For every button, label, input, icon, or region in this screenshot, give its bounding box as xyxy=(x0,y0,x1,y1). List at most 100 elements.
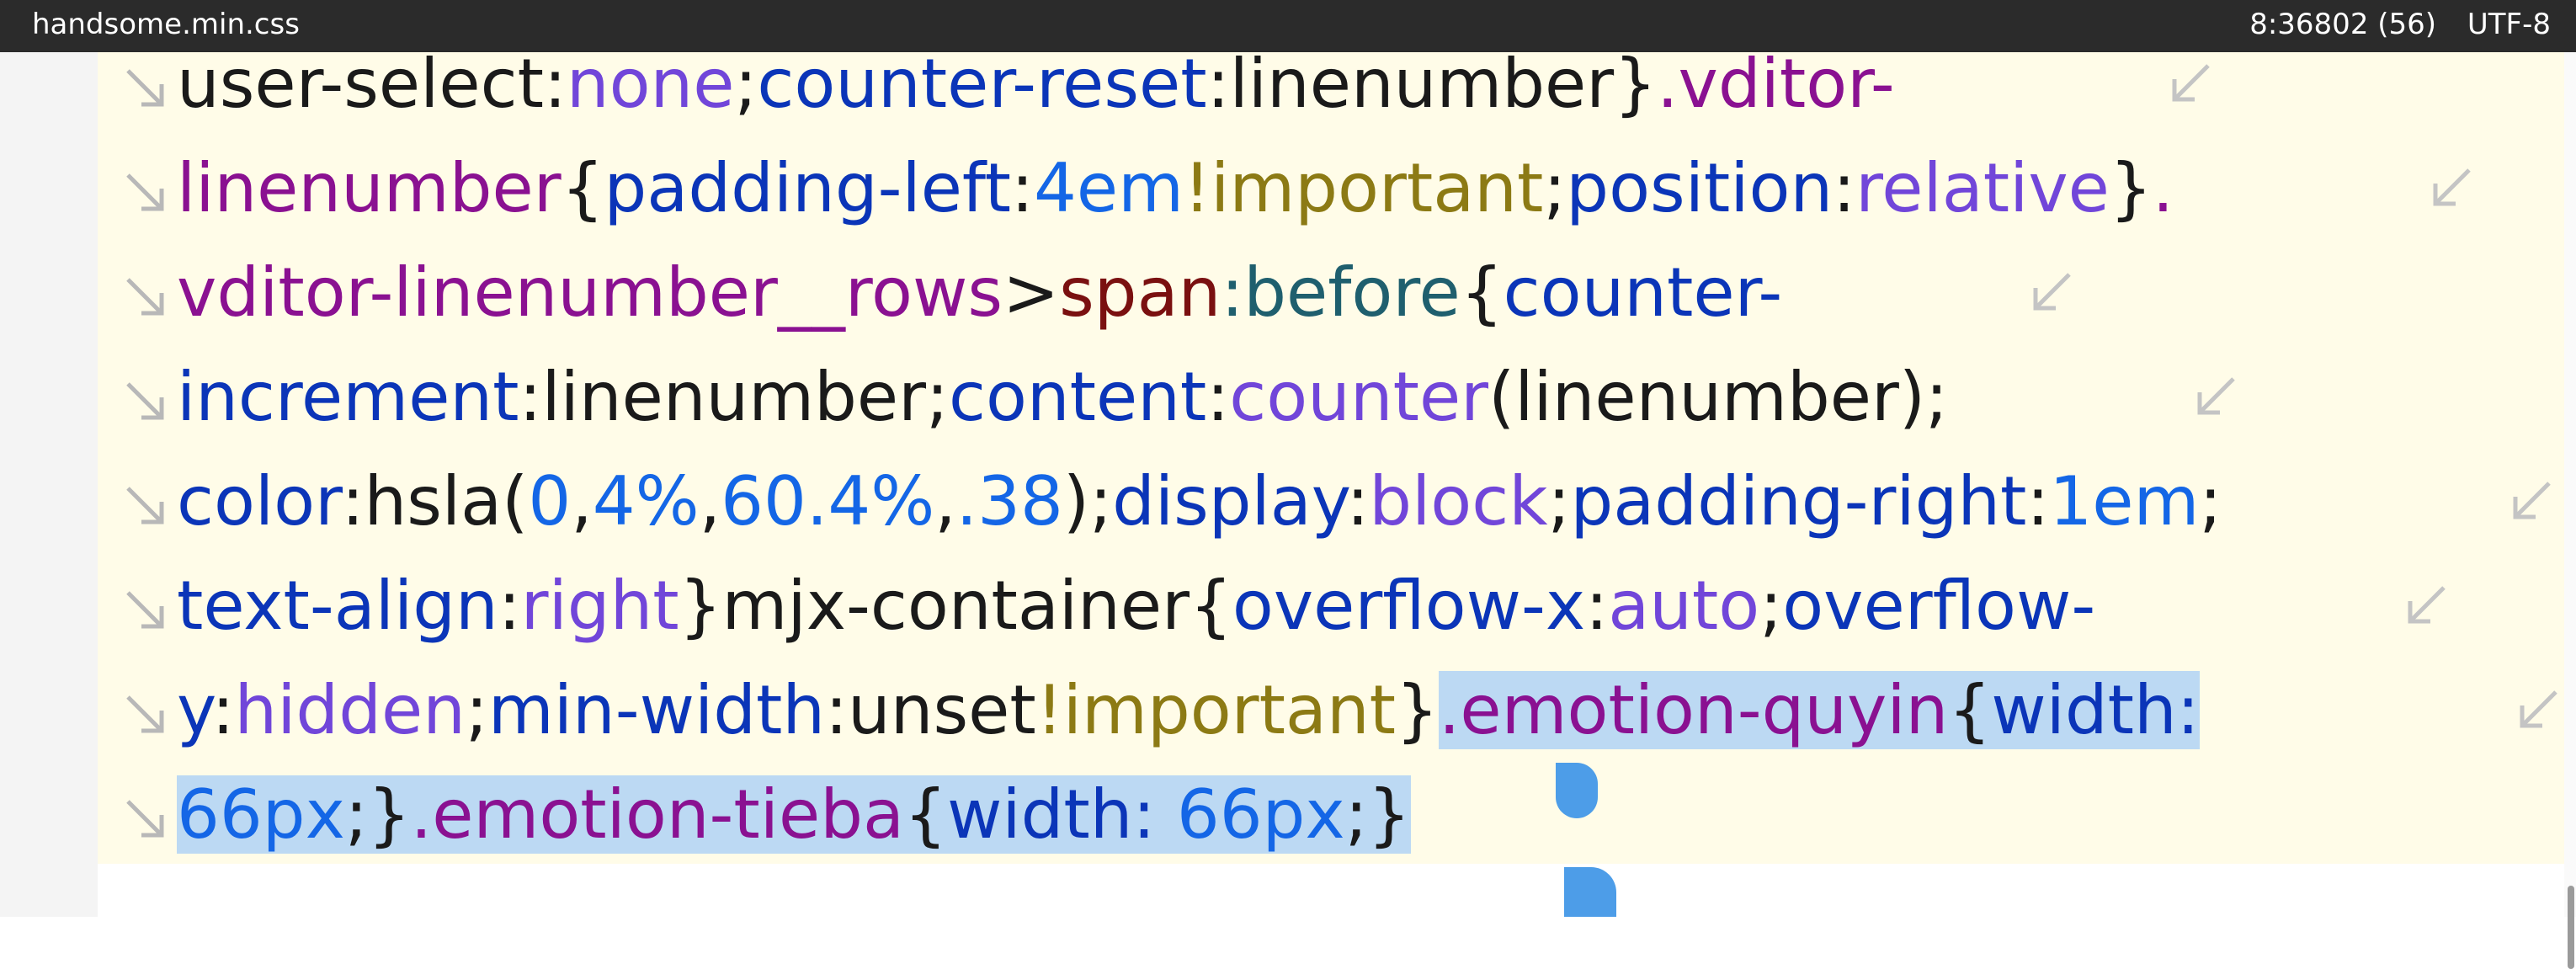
code-token: ; xyxy=(1547,462,1571,540)
editor-gutter xyxy=(0,52,99,917)
code-token: user-select: xyxy=(177,45,567,123)
code-token: .vditor- xyxy=(1657,45,1895,123)
wrap-line-end-icon xyxy=(2197,377,2235,415)
code-token: , xyxy=(571,462,593,540)
wrap-line-end-icon xyxy=(2408,586,2446,624)
code-token: : xyxy=(2026,462,2050,540)
code-token: 4em xyxy=(1033,149,1184,227)
code-token: 60.4% xyxy=(721,462,935,540)
code-token: content xyxy=(949,358,1207,436)
wrap-continuation-icon xyxy=(126,382,164,420)
code-token: !important xyxy=(1184,149,1544,227)
code-token: (linenumber); xyxy=(1488,358,1949,436)
code-token: :hsla( xyxy=(341,462,529,540)
wrap-continuation-icon xyxy=(126,591,164,629)
code-token: color xyxy=(177,462,342,540)
code-token: .38 xyxy=(955,462,1063,540)
code-token: y xyxy=(177,671,212,749)
code-token: text-align xyxy=(177,567,498,645)
cursor-position[interactable]: 8:36802 (56) xyxy=(2249,8,2437,41)
editor-empty-area[interactable] xyxy=(98,864,2564,917)
file-encoding[interactable]: UTF-8 xyxy=(2467,8,2551,41)
code-token: span xyxy=(1059,253,1221,332)
code-token: hidden xyxy=(234,671,466,749)
wrap-continuation-icon xyxy=(126,487,164,524)
code-token: ; xyxy=(1543,149,1567,227)
selected-code-token: ;} xyxy=(344,775,411,854)
code-token: counter xyxy=(1229,358,1489,436)
code-line[interactable]: 66px;}.emotion-tieba{width: 66px;} xyxy=(177,763,1411,867)
selected-code-token: ;} xyxy=(1344,775,1411,854)
code-token: } xyxy=(1396,671,1439,749)
code-token: auto xyxy=(1608,567,1760,645)
wrap-continuation-icon xyxy=(126,278,164,316)
code-line[interactable]: y:hidden;min-width:unset!important}.emot… xyxy=(177,658,2200,763)
code-token: { xyxy=(561,149,604,227)
code-token: ); xyxy=(1062,462,1113,540)
code-token: :before xyxy=(1221,253,1461,332)
vertical-scrollbar[interactable] xyxy=(2564,52,2576,969)
code-token: linenumber xyxy=(177,149,562,227)
code-token: 4% xyxy=(592,462,700,540)
code-token: : xyxy=(1833,149,1856,227)
selected-code-token: { xyxy=(904,775,947,854)
code-token: 1em xyxy=(2049,462,2200,540)
code-token: ; xyxy=(734,45,758,123)
selected-code-token: 66px xyxy=(177,775,345,854)
code-token: , xyxy=(934,462,956,540)
code-line[interactable]: color:hsla(0,4%,60.4%,.38);display:block… xyxy=(177,450,2222,554)
wrap-continuation-icon xyxy=(126,173,164,211)
code-token: 0 xyxy=(528,462,572,540)
wrap-line-end-icon xyxy=(2433,168,2471,206)
code-token: ; xyxy=(465,671,488,749)
code-token: counter- xyxy=(1503,253,1783,332)
selected-code-token: 66px xyxy=(1176,775,1345,854)
selected-code-token: { xyxy=(1948,671,1992,749)
code-token: } xyxy=(2109,149,2153,227)
code-line[interactable]: user-select:none;counter-reset:linenumbe… xyxy=(177,32,1895,136)
code-token: display xyxy=(1112,462,1347,540)
status-info: 8:36802 (56) UTF-8 xyxy=(2227,8,2551,41)
wrap-continuation-icon xyxy=(126,69,164,107)
code-token: > xyxy=(1003,253,1060,332)
code-token: { xyxy=(1460,253,1504,332)
code-line[interactable]: text-align:right}mjx-container{overflow-… xyxy=(177,554,2095,658)
code-token: :linenumber; xyxy=(519,358,949,436)
selected-code-token xyxy=(1155,775,1177,854)
title-bar: handsome.min.css 8:36802 (56) UTF-8 xyxy=(0,0,2576,52)
code-token: overflow-x xyxy=(1232,567,1586,645)
file-name: handsome.min.css xyxy=(32,8,300,41)
selection-handle-end[interactable] xyxy=(1556,763,1598,818)
code-token: block xyxy=(1369,462,1548,540)
code-line[interactable]: linenumber{padding-left:4em!important;po… xyxy=(177,136,2174,241)
code-token: ; xyxy=(1759,567,1783,645)
wrap-line-end-icon xyxy=(2520,690,2557,728)
scrollbar-thumb[interactable] xyxy=(2568,886,2574,969)
code-token: padding-left xyxy=(604,149,1012,227)
code-token: counter-reset xyxy=(757,45,1207,123)
code-token: :unset xyxy=(825,671,1036,749)
code-token: relative xyxy=(1855,149,2110,227)
code-token: :linenumber} xyxy=(1206,45,1658,123)
code-token: padding-right xyxy=(1570,462,2027,540)
wrap-line-end-icon xyxy=(2033,273,2071,311)
code-token: right xyxy=(520,567,679,645)
wrap-continuation-icon xyxy=(126,800,164,838)
code-token: : xyxy=(211,671,235,749)
selected-code-token: .emotion-tieba xyxy=(410,775,905,854)
wrap-line-end-icon xyxy=(2172,64,2210,102)
code-token: overflow- xyxy=(1782,567,2096,645)
code-token: min-width xyxy=(487,671,826,749)
code-token: : xyxy=(1206,358,1230,436)
code-line[interactable]: vditor-linenumber__rows>span:before{coun… xyxy=(177,241,1782,345)
selection-handle-start[interactable] xyxy=(1564,867,1616,917)
code-token: !important xyxy=(1035,671,1397,749)
code-token: none xyxy=(566,45,735,123)
code-token: ; xyxy=(2199,462,2222,540)
code-token: : xyxy=(1346,462,1370,540)
wrap-line-end-icon xyxy=(2513,482,2551,519)
code-token: vditor-linenumber__rows xyxy=(177,253,1003,332)
code-line[interactable]: increment:linenumber;content:counter(lin… xyxy=(177,345,1948,450)
code-token: : xyxy=(1011,149,1034,227)
code-token: }mjx-container{ xyxy=(679,567,1232,645)
